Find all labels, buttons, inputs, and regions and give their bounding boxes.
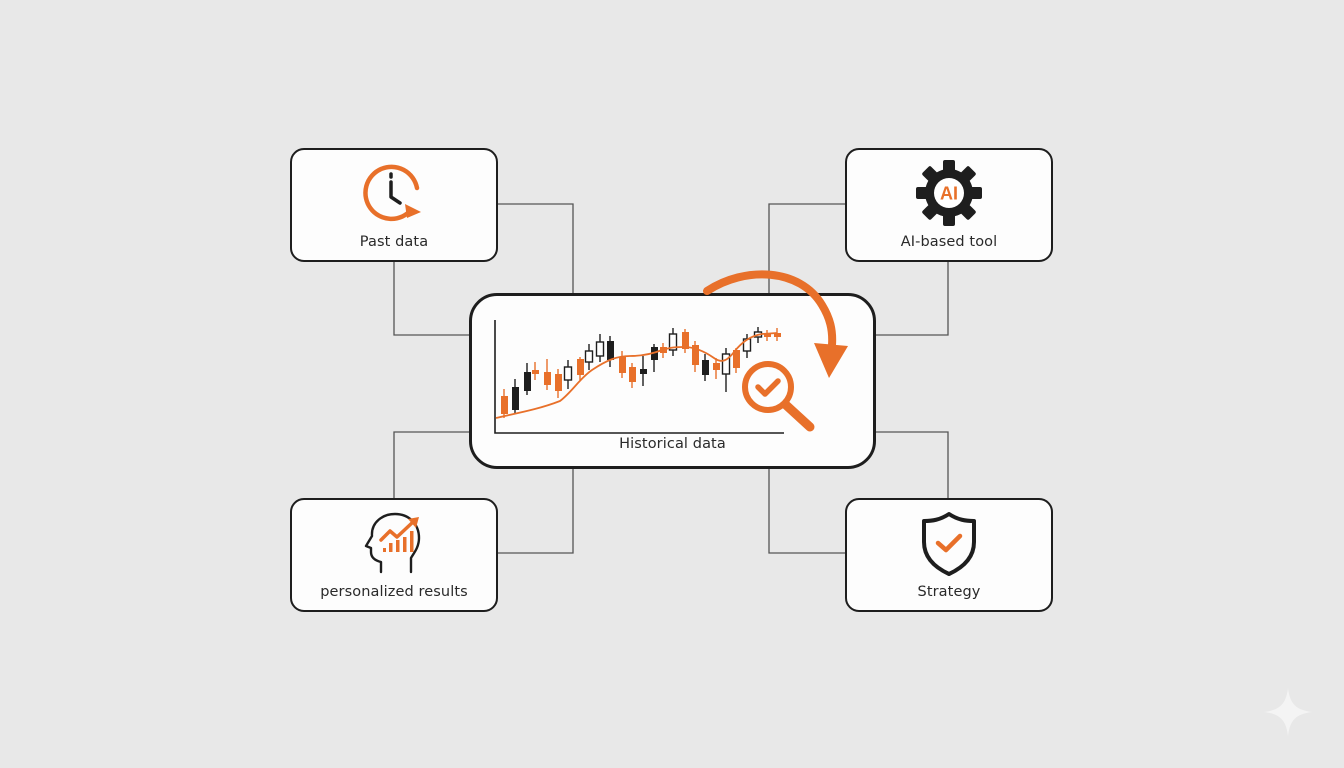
connector-past-data-side: [393, 261, 469, 336]
shield-check-icon: [922, 512, 976, 576]
clock-history-icon: [363, 164, 421, 222]
connector-past-data-top: [497, 203, 574, 293]
connector-strategy-side: [875, 431, 949, 498]
connector-ai-tool-side: [875, 261, 949, 336]
node-historical-data: Historical data: [469, 293, 876, 469]
ai-gear-icon: AI: [916, 160, 982, 226]
connector-personalized-bottom: [497, 468, 574, 554]
node-strategy: Strategy: [845, 498, 1053, 612]
connector-ai-tool-top: [768, 203, 845, 293]
node-label: Historical data: [619, 436, 726, 452]
node-label: personalized results: [320, 584, 468, 600]
magnifier-check-icon: [742, 361, 815, 432]
node-ai-based-tool: AI AI-based tool: [845, 148, 1053, 262]
node-label: Strategy: [917, 584, 981, 600]
head-growth-chart-icon: [364, 512, 421, 574]
node-label: Past data: [359, 234, 429, 250]
connector-personalized-side: [393, 431, 469, 498]
node-label: AI-based tool: [900, 234, 998, 250]
connector-strategy-bottom: [768, 468, 845, 554]
node-past-data: Past data: [290, 148, 498, 262]
node-personalized-results: personalized results: [290, 498, 498, 612]
ai-gear-text: AI: [940, 184, 958, 204]
sparkle-icon: [1264, 688, 1312, 736]
candlestick-chart-icon: [494, 320, 784, 434]
